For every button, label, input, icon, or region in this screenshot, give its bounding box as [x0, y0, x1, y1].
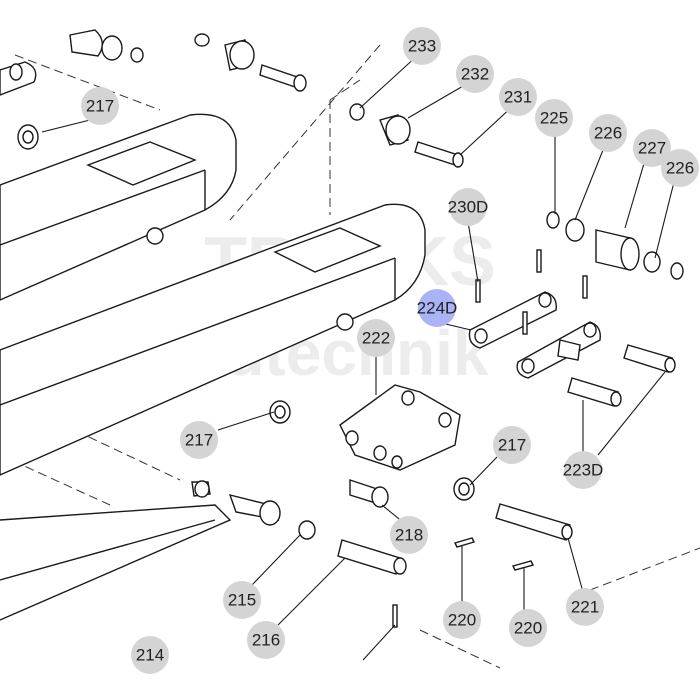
callout-p227: 227 — [633, 129, 671, 167]
lower-fork-arm-edge — [0, 257, 396, 406]
callout-p232: 232 — [456, 55, 494, 93]
callout-label: 230D — [448, 198, 489, 217]
callout-label: 233 — [408, 37, 436, 56]
callout-label: 215 — [228, 591, 256, 610]
callout-bubble — [81, 87, 119, 125]
lower-fork-base — [0, 504, 232, 621]
callout-label: 220 — [514, 619, 542, 638]
callout-p225: 225 — [535, 99, 573, 137]
callout-bubble — [566, 588, 604, 626]
callout-bubble — [403, 27, 441, 65]
callout-p220a: 220 — [443, 601, 481, 639]
callout-label: 223D — [563, 461, 604, 480]
callout-p233: 233 — [403, 27, 441, 65]
callout-bubble — [390, 516, 428, 554]
callout-bubble — [535, 99, 573, 137]
callout-p217b: 217 — [180, 421, 218, 459]
callout-label: 216 — [252, 631, 280, 650]
callout-bubble — [509, 609, 547, 647]
callout-bubble — [247, 621, 285, 659]
top-left-parts — [0, 29, 307, 150]
callout-bubble — [357, 319, 395, 357]
upper-fork-arm-edge — [0, 169, 206, 246]
callout-bubble — [180, 421, 218, 459]
callout-p217a: 217 — [81, 87, 119, 125]
callout-p226b: 226 — [661, 149, 699, 187]
callout-bubble — [418, 289, 456, 327]
bracket-assembly — [269, 384, 475, 508]
callout-label: 232 — [461, 65, 489, 84]
callout-p221: 221 — [566, 588, 604, 626]
upper-fork-window — [86, 141, 197, 186]
callout-label: 220 — [448, 611, 476, 630]
callout-p220b: 220 — [509, 609, 547, 647]
callout-bubble — [564, 451, 602, 489]
lower-fork-window — [273, 227, 382, 273]
callout-bubble — [493, 426, 531, 464]
callout-p218: 218 — [390, 516, 428, 554]
callout-bubble — [443, 601, 481, 639]
callout-p226a: 226 — [589, 114, 627, 152]
callout-bubble — [499, 78, 537, 116]
callout-label: 225 — [540, 109, 568, 128]
callout-label: 214 — [136, 646, 164, 665]
callout-bubble — [131, 636, 169, 674]
callout-label: 224D — [417, 299, 458, 318]
callout-p223D: 223D — [563, 451, 604, 489]
top-right-parts — [349, 103, 684, 280]
callout-p215: 215 — [223, 581, 261, 619]
callout-bubble — [223, 581, 261, 619]
lower-fork-arm — [0, 203, 426, 476]
callout-label: 226 — [666, 159, 694, 178]
link-plate-assembly — [468, 249, 676, 407]
callout-p224D: 224D — [417, 289, 458, 327]
callout-bubble — [633, 129, 671, 167]
fork-frame — [0, 113, 426, 621]
bracket-body — [339, 384, 461, 471]
link-plate-front — [468, 291, 557, 349]
callout-p214: 214 — [131, 636, 169, 674]
callout-p216: 216 — [247, 621, 285, 659]
callout-label: 227 — [638, 139, 666, 158]
callout-bubble — [449, 188, 487, 226]
callout-p230D: 230D — [448, 188, 489, 226]
callout-label: 226 — [594, 124, 622, 143]
callout-label: 217 — [86, 97, 114, 116]
callout-label: 218 — [395, 526, 423, 545]
callout-label: 221 — [571, 598, 599, 617]
callout-label: 217 — [498, 436, 526, 455]
callout-label: 231 — [504, 88, 532, 107]
callout-p217c: 217 — [493, 426, 531, 464]
callout-p231: 231 — [499, 78, 537, 116]
callout-label: 222 — [362, 329, 390, 348]
callout-bubble — [589, 114, 627, 152]
lower-axle-parts — [191, 480, 573, 628]
callout-label: 217 — [185, 431, 213, 450]
callout-p222: 222 — [357, 319, 395, 357]
callout-bubble — [456, 55, 494, 93]
callout-bubble — [661, 149, 699, 187]
